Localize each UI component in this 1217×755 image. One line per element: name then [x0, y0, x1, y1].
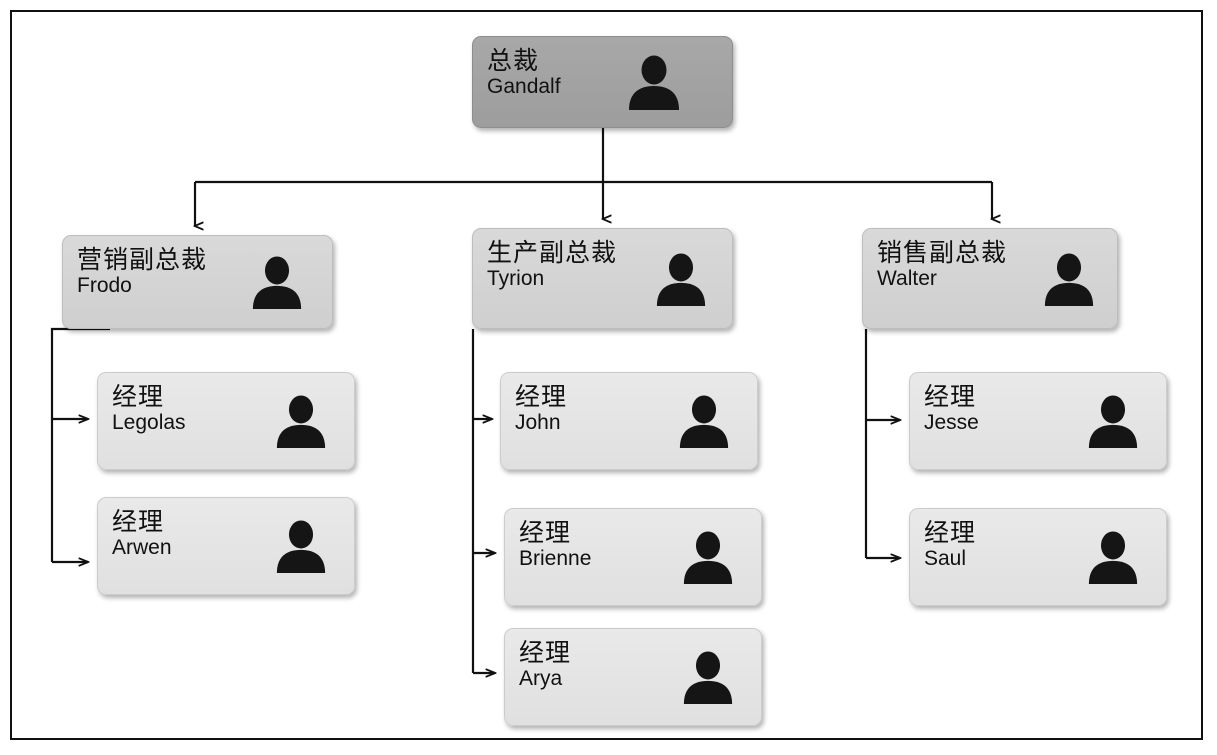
- node-vp-tyrion[interactable]: 生产副总裁 Tyrion: [472, 228, 733, 329]
- node-content: 经理 Saul: [910, 509, 1166, 605]
- node-content: 经理 Arya: [505, 629, 761, 725]
- person-silhouette-icon: [653, 253, 709, 307]
- node-manager-saul[interactable]: 经理 Saul: [909, 508, 1167, 606]
- node-content: 经理 John: [501, 373, 757, 469]
- node-role: 经理: [112, 383, 165, 411]
- person-silhouette-icon: [680, 531, 736, 585]
- node-manager-john[interactable]: 经理 John: [500, 372, 758, 470]
- node-manager-legolas[interactable]: 经理 Legolas: [97, 372, 355, 470]
- node-role: 经理: [515, 383, 568, 411]
- node-role: 经理: [924, 383, 977, 411]
- edge-frodo-spine: [50, 327, 110, 562]
- person-silhouette-icon: [273, 520, 329, 574]
- node-role: 营销副总裁: [77, 246, 208, 274]
- node-content: 经理 Legolas: [98, 373, 354, 469]
- node-role: 生产副总裁: [487, 239, 618, 267]
- node-name: Saul: [924, 547, 967, 570]
- person-silhouette-icon: [273, 395, 329, 449]
- node-name: Arya: [519, 667, 563, 690]
- node-manager-arya[interactable]: 经理 Arya: [504, 628, 762, 726]
- node-content: 总裁 Gandalf: [473, 37, 732, 127]
- node-content: 经理 Jesse: [910, 373, 1166, 469]
- person-silhouette-icon: [1041, 253, 1097, 307]
- node-role: 经理: [519, 639, 572, 667]
- node-name: Frodo: [77, 274, 132, 297]
- person-silhouette-icon: [680, 651, 736, 705]
- node-content: 销售副总裁 Walter: [863, 229, 1117, 328]
- node-content: 生产副总裁 Tyrion: [473, 229, 732, 328]
- person-silhouette-icon: [625, 55, 683, 111]
- node-name: Tyrion: [487, 267, 545, 290]
- node-name: John: [515, 411, 561, 434]
- node-content: 经理 Arwen: [98, 498, 354, 594]
- node-role: 经理: [519, 519, 572, 547]
- node-vp-walter[interactable]: 销售副总裁 Walter: [862, 228, 1118, 329]
- node-vp-frodo[interactable]: 营销副总裁 Frodo: [62, 235, 333, 329]
- person-silhouette-icon: [676, 395, 732, 449]
- node-ceo-gandalf[interactable]: 总裁 Gandalf: [472, 36, 733, 128]
- node-manager-brienne[interactable]: 经理 Brienne: [504, 508, 762, 606]
- node-name: Walter: [877, 267, 937, 290]
- node-name: Arwen: [112, 536, 172, 559]
- node-name: Legolas: [112, 411, 186, 434]
- person-silhouette-icon: [1085, 395, 1141, 449]
- node-role: 经理: [924, 519, 977, 547]
- node-name: Jesse: [924, 411, 979, 434]
- node-role: 销售副总裁: [877, 239, 1008, 267]
- node-name: Gandalf: [487, 75, 561, 98]
- node-manager-arwen[interactable]: 经理 Arwen: [97, 497, 355, 595]
- node-role: 总裁: [487, 47, 540, 75]
- node-content: 营销副总裁 Frodo: [63, 236, 332, 328]
- node-manager-jesse[interactable]: 经理 Jesse: [909, 372, 1167, 470]
- node-role: 经理: [112, 508, 165, 536]
- node-content: 经理 Brienne: [505, 509, 761, 605]
- person-silhouette-icon: [249, 256, 305, 310]
- person-silhouette-icon: [1085, 531, 1141, 585]
- node-name: Brienne: [519, 547, 592, 570]
